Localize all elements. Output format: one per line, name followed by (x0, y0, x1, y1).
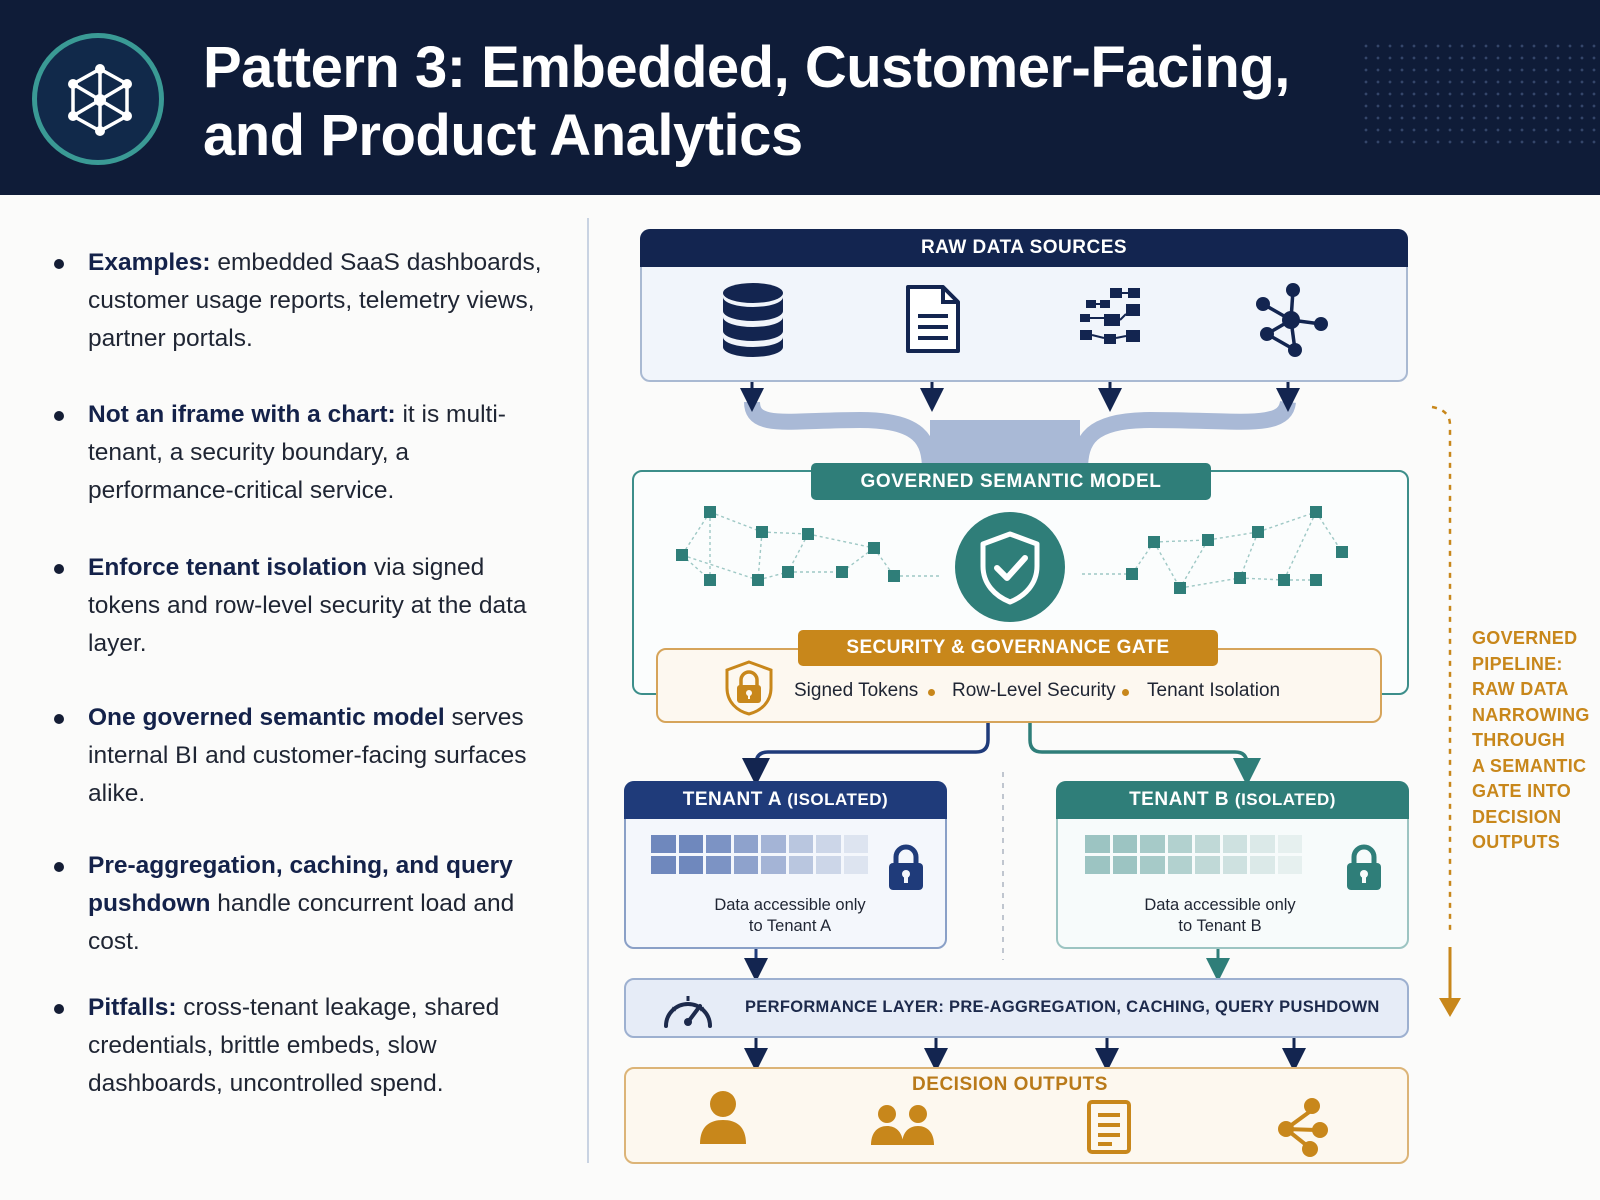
bullet-dot (54, 564, 64, 574)
header-banner: Pattern 3: Embedded, Customer-Facing, an… (0, 0, 1600, 195)
padlock-icon (889, 844, 923, 890)
decorative-dot-grid (1360, 40, 1600, 150)
tenant-a-name: TENANT A (682, 789, 782, 810)
tenant-b-caption: Data accessible only to Tenant B (1080, 895, 1360, 937)
bullet-lead: Not an iframe with a chart: (88, 401, 396, 428)
tenant-b-suffix: (ISOLATED) (1234, 790, 1336, 809)
bullet-lead: Pre-aggregation, caching, and query push… (88, 852, 513, 917)
semantic-network-right-icon (1082, 506, 1348, 594)
vertical-divider (587, 218, 589, 1163)
raw-data-sources-title: RAW DATA SOURCES (640, 229, 1408, 267)
bullet-dot (54, 411, 64, 421)
semantic-model-title: GOVERNED SEMANTIC MODEL (811, 463, 1211, 500)
padlock-shield-icon (725, 660, 773, 716)
bullet-text: via signed tokens and row-level security… (88, 554, 527, 657)
database-icon (723, 283, 783, 357)
gate-item-signed-tokens: Signed Tokens (794, 680, 919, 701)
report-icon (1087, 1100, 1131, 1154)
bullet-dot (54, 259, 64, 269)
gate-item-row-level-security: Row-Level Security (952, 680, 1116, 701)
tenant-b-name: TENANT B (1129, 789, 1230, 810)
bullet-lead: Examples: (88, 249, 211, 276)
tenant-a-caption: Data accessible only to Tenant A (650, 895, 930, 937)
arrow-to-tenant-a (742, 723, 990, 786)
network-graph-icon (1256, 283, 1328, 357)
bullet-text: it is multi-tenant, a security boundary,… (88, 401, 506, 504)
gate-item-tenant-isolation: Tenant Isolation (1147, 680, 1281, 701)
flow-blocks-icon (1080, 288, 1140, 344)
pipeline-side-note: GOVERNED PIPELINE: RAW DATA NARROWING TH… (1472, 626, 1597, 856)
performance-layer-panel (624, 978, 1409, 1038)
tenant-a-data-grid (651, 835, 868, 874)
performance-layer-label: PERFORMANCE LAYER: PRE-AGGREGATION, CACH… (745, 998, 1380, 1016)
gauge-icon (664, 996, 712, 1028)
person-icon (700, 1091, 746, 1144)
bullet-dot (54, 862, 64, 872)
tenant-b-title: TENANT B (ISOLATED) (1056, 781, 1409, 819)
side-note-line: A SEMANTIC (1472, 755, 1587, 776)
side-note-line: PIPELINE: (1472, 653, 1563, 674)
bullet-dot (54, 1004, 64, 1014)
people-icon (871, 1105, 934, 1145)
bullet-text: embedded SaaS dashboards, customer usage… (88, 249, 542, 352)
tenant-a-caption-line2: to Tenant A (748, 917, 832, 935)
pipeline-side-arrow (1431, 405, 1452, 930)
side-note-line: OUTPUTS (1472, 832, 1561, 852)
bullet-lead: Pitfalls: (88, 994, 177, 1021)
bullet-dot (54, 714, 64, 724)
bullet-lead: Enforce tenant isolation (88, 554, 368, 581)
bullet-lead: One governed semantic model (88, 704, 445, 731)
bullet-text: handle concurrent load and cost. (88, 890, 515, 955)
gate-separator-dot (1122, 689, 1129, 696)
padlock-icon (1347, 844, 1381, 890)
shield-check-icon (955, 512, 1065, 622)
decision-outputs-title: DECISION OUTPUTS (912, 1074, 1108, 1095)
side-note-line: NARROWING (1472, 704, 1590, 725)
side-note-line: THROUGH (1472, 730, 1566, 750)
tenant-a-caption-line1: Data accessible only (714, 896, 866, 914)
tenant-b-caption-line2: to Tenant B (1178, 917, 1262, 935)
side-note-line: DECISION (1472, 806, 1562, 827)
tenant-a-title: TENANT A (ISOLATED) (624, 781, 947, 819)
tenant-b-caption-line1: Data accessible only (1144, 896, 1296, 914)
decision-outputs-panel (624, 1067, 1409, 1164)
page-title: Pattern 3: Embedded, Customer-Facing, an… (203, 35, 1290, 168)
logo-badge (32, 33, 164, 165)
bullet-text: cross-tenant leakage, shared credentials… (88, 994, 500, 1097)
side-note-line: RAW DATA (1472, 679, 1569, 699)
side-note-line: GOVERNED (1472, 628, 1578, 648)
semantic-network-left-icon (676, 506, 942, 586)
document-icon (906, 285, 960, 353)
tenant-a-suffix: (ISOLATED) (787, 790, 889, 809)
arrow-to-tenant-b (1028, 723, 1261, 786)
security-gate-title: SECURITY & GOVERNANCE GATE (798, 630, 1218, 666)
gate-separator-dot (928, 689, 935, 696)
network-cube-icon (68, 64, 132, 136)
tenant-b-data-grid (1085, 835, 1302, 874)
share-icon (1278, 1098, 1328, 1157)
side-note-line: GATE INTO (1472, 781, 1572, 801)
bullet-text: serves internal BI and customer-facing s… (88, 704, 527, 807)
